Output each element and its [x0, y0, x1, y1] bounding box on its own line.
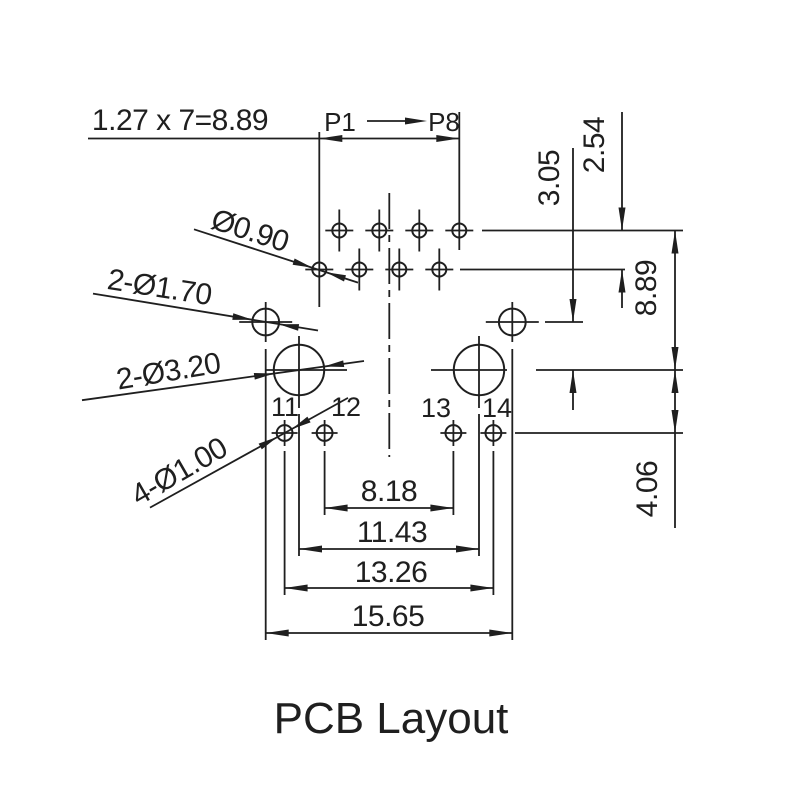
pin-first-label: P1	[324, 107, 356, 137]
mount-to-big-value: 3.05	[533, 150, 566, 206]
callout-mount-hole: 2-Ø1.70	[92, 263, 319, 332]
big-pitch-value: 11.43	[357, 516, 427, 549]
pin-last-label: P8	[428, 107, 460, 137]
pin-holes-row1	[325, 209, 474, 252]
extension-lines	[264, 112, 683, 640]
dim-pads-outer: 13.26	[284, 556, 494, 592]
dim-pin-pitch: 1.27 x 7=8.89 P1 P8	[88, 104, 460, 142]
pad-label-11: 11	[271, 392, 299, 422]
page-title: PCB Layout	[274, 694, 509, 743]
dim-row-to-big: 8.89	[630, 230, 679, 370]
row-to-big-value: 8.89	[630, 260, 663, 316]
dim-big-pitch: 11.43	[299, 516, 479, 553]
dim-mount-pitch: 15.65	[265, 600, 513, 637]
pad-label-12: 12	[331, 392, 361, 422]
callout-pad-hole: 4-Ø1.00	[126, 397, 349, 512]
pads-outer-value: 13.26	[355, 556, 428, 589]
pad-label-14: 14	[482, 393, 512, 423]
pin-hole-diameter: Ø0.90	[207, 203, 293, 259]
pad-label-13: 13	[421, 393, 451, 423]
pin-holes-row2	[305, 248, 454, 291]
big-to-pad-value: 4.06	[631, 461, 664, 517]
pads-inner-value: 8.18	[361, 475, 417, 508]
dim-pads-inner: 8.18	[324, 475, 454, 512]
dim-big-to-pad: 4.06	[631, 370, 679, 528]
dim-mount-to-big: 3.05	[533, 148, 577, 410]
pin-pitch-label: 1.27 x 7=8.89	[92, 104, 268, 137]
arrow-left-icon	[319, 135, 343, 142]
arrow-right-icon	[436, 135, 460, 142]
dim-row-pitch: 2.54	[578, 112, 626, 308]
callout-pin-hole: Ø0.90	[193, 203, 359, 284]
big-holes	[266, 336, 507, 408]
callout-big-hole: 2-Ø3.20	[81, 347, 365, 402]
row-pitch-value: 2.54	[578, 117, 611, 173]
pin-direction-arrow-icon	[367, 117, 427, 125]
pad-hole-diameter: 4-Ø1.00	[126, 431, 233, 512]
pad-number-labels: 11 12 13 14	[271, 392, 512, 423]
mount-pitch-value: 15.65	[352, 600, 425, 633]
